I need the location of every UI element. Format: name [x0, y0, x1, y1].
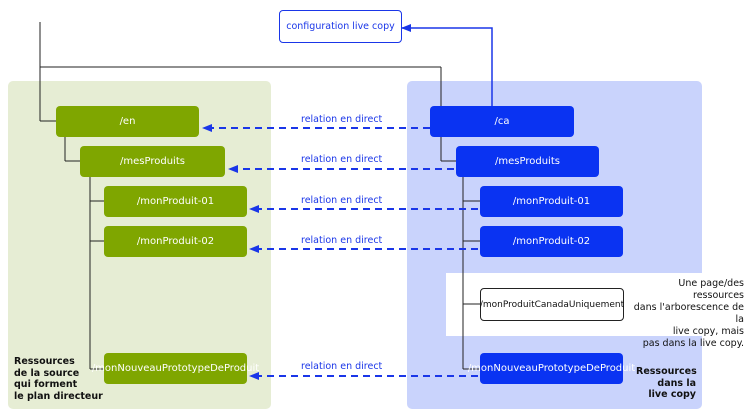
source-caption-line: le plan directeur — [14, 390, 103, 402]
source-node-monproduit-01: /monProduit-01 — [104, 186, 247, 217]
note-line: pas dans la live copy. — [642, 338, 744, 349]
relation-label: relation en direct — [301, 235, 383, 246]
source-caption-line: Ressources — [14, 356, 75, 367]
source-node-monproduit-02: /monProduit-02 — [104, 226, 247, 257]
live-caption: Ressources dans la live copy — [636, 366, 697, 401]
live-node-canada-only: /monProduitCanadaUniquement — [480, 288, 624, 321]
live-caption-line: Ressources — [636, 366, 697, 377]
relation-label: relation en direct — [301, 154, 383, 165]
live-node-ca: /ca — [430, 106, 574, 137]
live-node-monproduit-01: /monProduit-01 — [480, 186, 623, 217]
source-caption: Ressources de la source qui forment le p… — [14, 356, 103, 402]
config-box: configuration live copy — [279, 10, 402, 43]
source-caption-line: qui forment — [14, 379, 78, 390]
live-caption-line: live copy — [648, 389, 696, 400]
source-node-en: /en — [56, 106, 199, 137]
relation-label: relation en direct — [301, 361, 383, 372]
note-line: Une page/des ressources — [678, 278, 744, 301]
note-line: dans l'arborescence de la — [633, 302, 744, 325]
source-caption-line: de la source — [14, 367, 80, 379]
live-node-monproduit-02: /monProduit-02 — [480, 226, 623, 257]
source-node-mesproduits: /mesProduits — [80, 146, 225, 177]
live-node-prototype: /monNouveauPrototypeDeProduit — [468, 353, 635, 384]
relation-label: relation en direct — [301, 114, 383, 125]
canada-only-note: Une page/des ressources dans l'arboresce… — [626, 278, 744, 350]
source-node-prototype: /monNouveauPrototypeDeProduit — [92, 353, 259, 384]
config-arrow — [401, 24, 493, 106]
live-caption-line: dans la — [657, 377, 696, 389]
note-line: live copy, mais — [672, 326, 744, 337]
live-node-mesproduits: /mesProduits — [456, 146, 599, 177]
relation-label: relation en direct — [301, 195, 383, 206]
